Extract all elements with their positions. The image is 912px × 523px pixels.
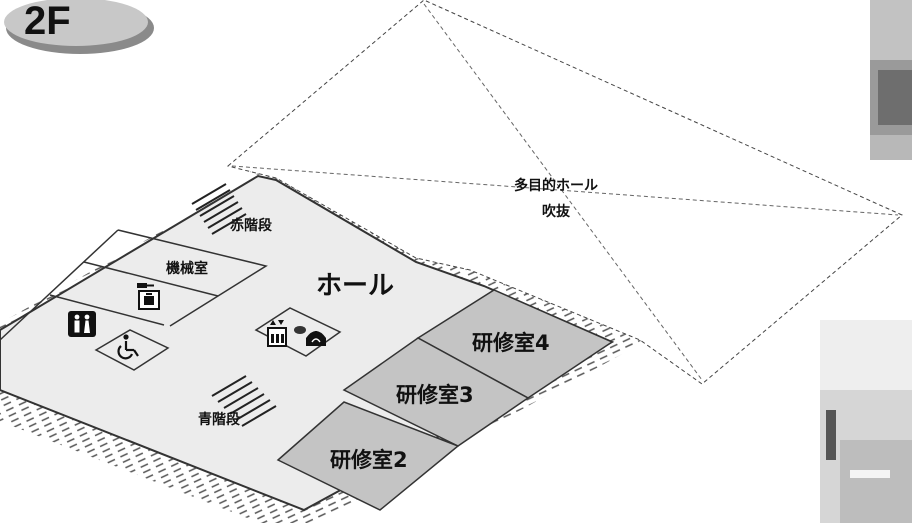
atrium-area [226, 0, 903, 385]
floor-badge-label: 2F [24, 0, 71, 43]
training-room-2-label: 研修室2 [330, 448, 408, 472]
blue-stairs-graphic [211, 375, 277, 427]
elevator-icon[interactable] [267, 320, 287, 347]
hall-label: ホール [316, 271, 394, 301]
training-room-3-label: 研修室3 [396, 383, 474, 407]
restroom-icon[interactable] [68, 311, 96, 337]
machine-room-block [0, 229, 268, 341]
floor-badge: 2F [4, 0, 154, 54]
photo-upper [870, 0, 912, 160]
lounge-icon[interactable] [294, 326, 326, 346]
machine-room-label: 機械室 [166, 260, 208, 277]
locker-icon[interactable] [137, 283, 160, 310]
red-stairs-label: 赤階段 [230, 217, 272, 234]
wheelchair-icon[interactable] [117, 334, 139, 360]
training-room-4-label: 研修室4 [472, 331, 550, 355]
atrium-label-line2: 吹抜 [542, 203, 571, 220]
training-room-2-area[interactable] [276, 401, 460, 511]
atrium-label-line1: 多目的ホール [514, 177, 598, 194]
training-room-3-area[interactable] [342, 337, 530, 447]
blue-stairs-label: 青階段 [198, 411, 240, 428]
red-stairs-graphic [191, 183, 247, 235]
photo-lower [820, 320, 912, 523]
